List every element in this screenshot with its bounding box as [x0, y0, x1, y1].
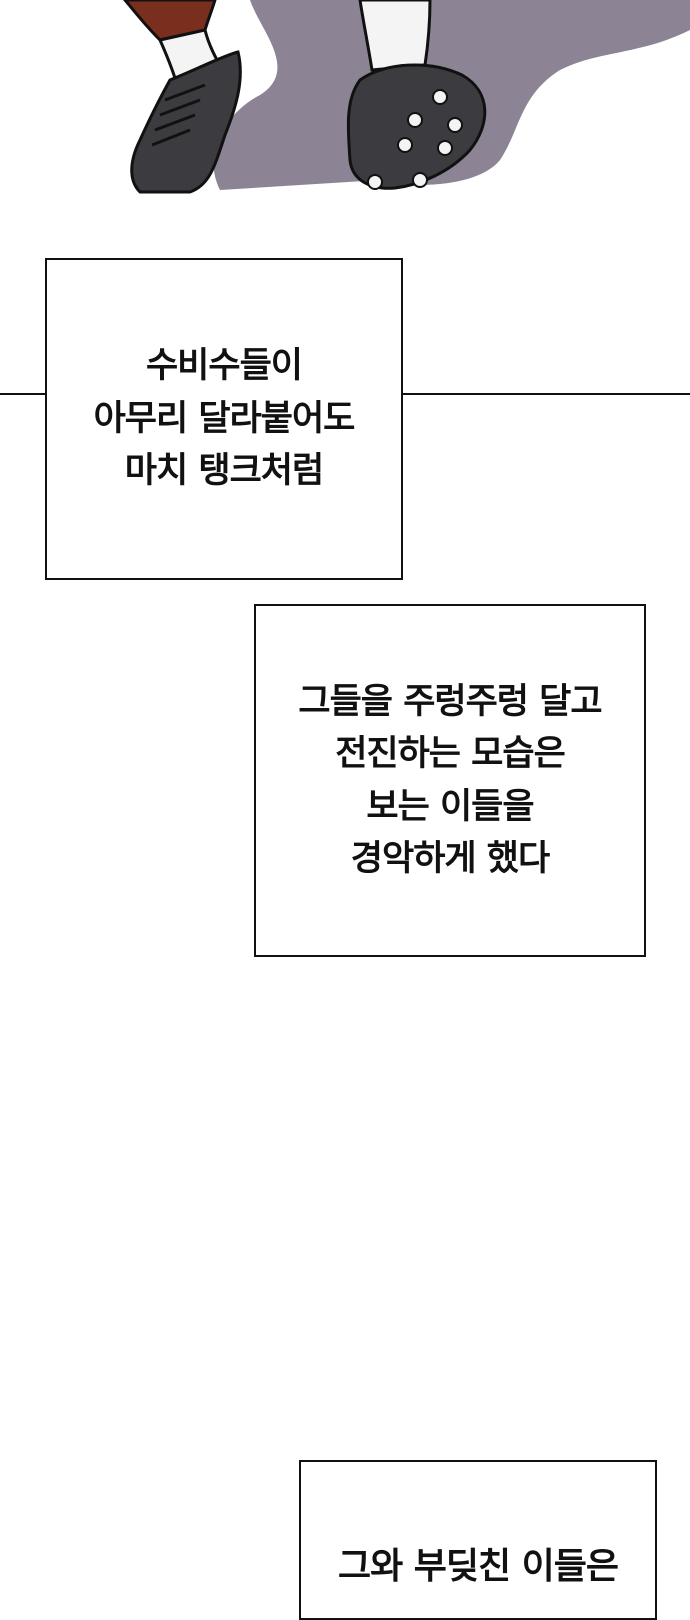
caption-2-line-1: 그들을 주렁주렁 달고	[298, 681, 602, 722]
narration-caption-2: 그들을 주렁주렁 달고 전진하는 모습은 보는 이들을 경악하게 했다	[254, 604, 646, 957]
left-shoe	[130, 50, 242, 194]
left-shoe-laces	[151, 83, 206, 147]
narration-caption-1: 수비수들이 아무리 달라붙어도 마치 탱크처럼	[45, 258, 403, 580]
caption-3-line-1: 그와 부딪친 이들은	[337, 1546, 619, 1587]
caption-3-text: 그와 부딪친 이들은	[337, 1540, 619, 1594]
caption-2-line-2: 전진하는 모습은	[335, 734, 566, 774]
caption-1-line-2: 아무리 달라붙어도	[93, 398, 356, 439]
caption-2-line-4: 경악하게 했다	[350, 839, 550, 879]
right-sock	[358, 0, 432, 72]
narration-caption-3: 그와 부딪친 이들은	[299, 1460, 657, 1620]
caption-1-line-3: 마치 탱크처럼	[124, 451, 324, 492]
cleat-studs	[367, 89, 463, 190]
caption-1-line-1: 수비수들이	[145, 346, 303, 387]
caption-2-line-3: 보는 이들을	[366, 786, 534, 827]
soccer-cleats-illustration-icon	[123, 0, 690, 194]
caption-1-text: 수비수들이 아무리 달라붙어도 마치 탱크처럼	[93, 340, 356, 498]
caption-2-text: 그들을 주렁주렁 달고 전진하는 모습은 보는 이들을 경악하게 했다	[298, 676, 602, 886]
